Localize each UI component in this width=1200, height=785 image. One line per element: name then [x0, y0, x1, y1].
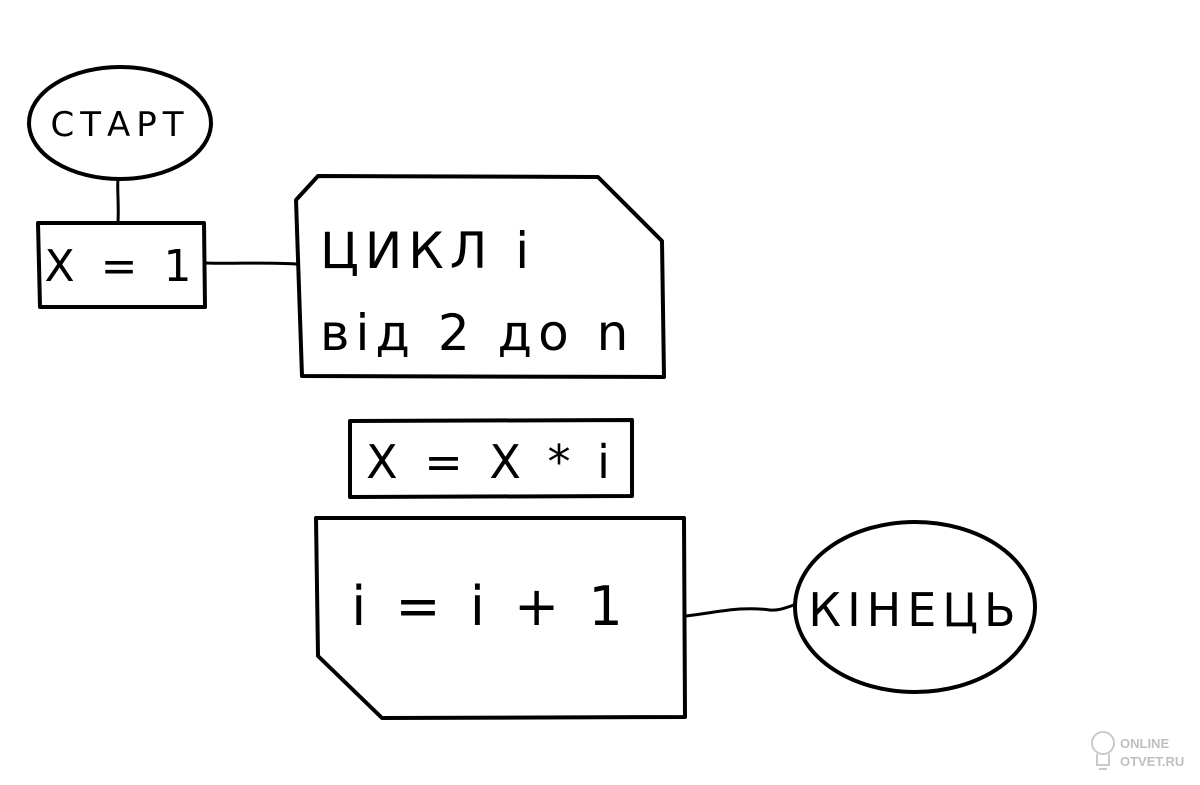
body-node: X = X * і [348, 418, 634, 499]
body-label: X = X * і [366, 435, 616, 489]
lightbulb-icon [1091, 731, 1115, 770]
start-node: СТАРТ [27, 65, 213, 181]
init-node: X = 1 [36, 221, 207, 309]
increment-node: і = і + 1 [314, 516, 687, 720]
init-label: X = 1 [45, 241, 198, 292]
end-node: КІНЕЦЬ [793, 520, 1037, 694]
increment-label: і = і + 1 [351, 575, 629, 638]
watermark-line2: OTVET.RU [1120, 754, 1184, 769]
end-label: КІНЕЦЬ [808, 583, 1021, 637]
start-label: СТАРТ [50, 105, 189, 145]
loop-label-line1: ЦИКЛ і [320, 222, 535, 280]
loop-label-line2: від 2 до n [320, 304, 634, 362]
connector-increment-end [684, 602, 799, 618]
connector-init-loop [203, 261, 298, 266]
loop-node: ЦИКЛ і від 2 до n [294, 174, 666, 379]
watermark: ONLINE OTVET.RU [1091, 731, 1184, 770]
watermark-line1: ONLINE [1120, 736, 1169, 751]
connector-start-init [116, 176, 120, 224]
